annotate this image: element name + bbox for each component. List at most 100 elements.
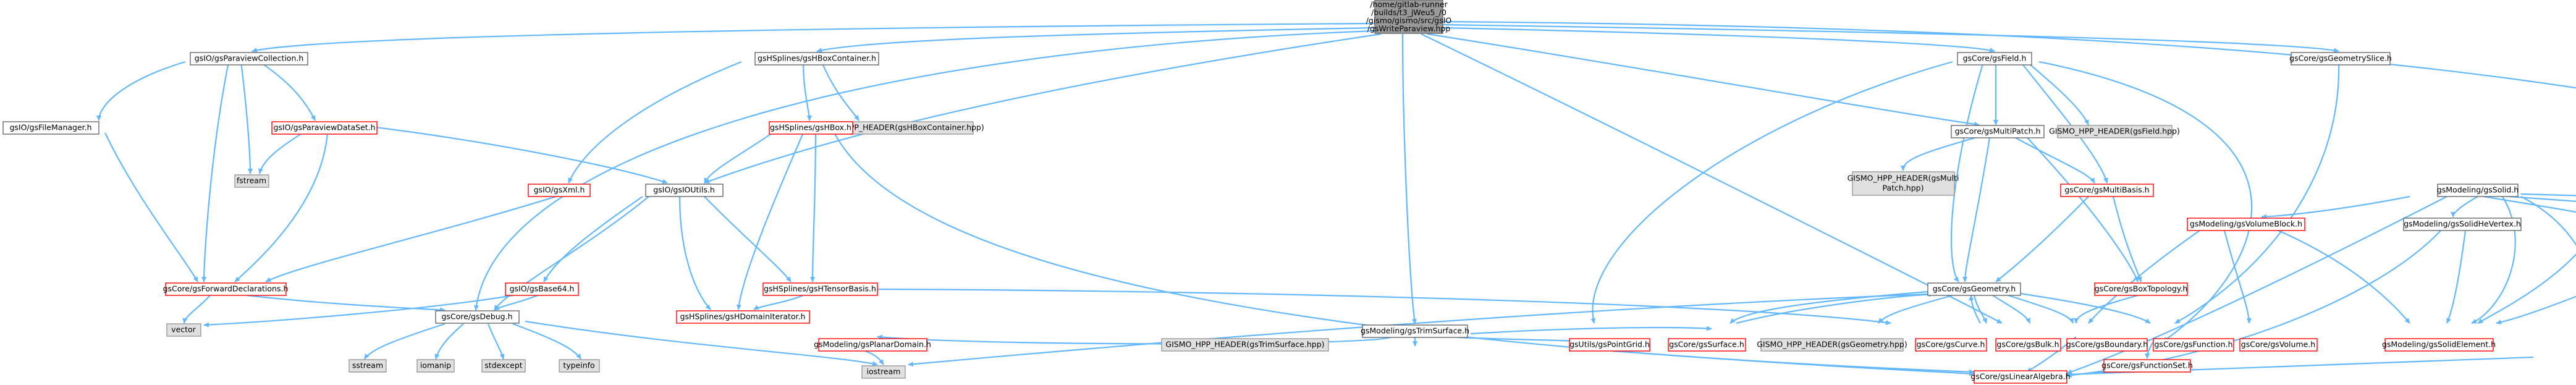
edge-multipatch-geometry (1962, 137, 1991, 282)
edge-hbox-domainiter (736, 132, 804, 310)
svg-text:typeinfo: typeinfo (563, 361, 594, 370)
edge-hbox-tensorbasis (810, 132, 817, 282)
edge-multipatch-multibasis (2014, 137, 2095, 184)
edge-geometry-boundary (2008, 294, 2074, 324)
node-trim-hpp[interactable]: GISMO_HPP_HEADER(gsTrimSurface.hpp) (1161, 338, 1329, 352)
edge-geometry-iostream (908, 293, 1928, 367)
node-sstream[interactable]: sstream (348, 359, 387, 373)
node-function[interactable]: gsCore/gsFunction.h (2153, 338, 2234, 352)
svg-text:gsIO/gsXml.h: gsIO/gsXml.h (534, 185, 585, 195)
node-paraview-collection[interactable]: gsIO/gsParaviewCollection.h (190, 52, 308, 66)
node-volume[interactable]: gsCore/gsVolume.h (2239, 338, 2318, 352)
edge-planar-iostream (864, 350, 884, 365)
node-hbox-container-hpp[interactable]: GISMO_HPP_HEADER(gsHBoxContainer.hpp) (814, 121, 984, 135)
node-vector[interactable]: vector (166, 323, 201, 337)
edge-debug-iomanip (434, 323, 464, 360)
node-xml[interactable]: gsIO/gsXml.h (528, 184, 591, 197)
svg-text:gsCore/gsSurface.h: gsCore/gsSurface.h (1669, 340, 1744, 349)
node-io-utils[interactable]: gsIO/gsIOUtils.h (645, 184, 724, 197)
edge-field-functionset (2038, 61, 2253, 342)
node-trim-surface-h[interactable]: gsModeling/gsTrimSurface.h (1361, 324, 1469, 338)
node-debug[interactable]: gsCore/gsDebug.h (435, 310, 520, 324)
svg-text:gsCore/gsMultiBasis.h: gsCore/gsMultiBasis.h (2064, 185, 2149, 195)
node-linear-algebra[interactable]: gsCore/gsLinearAlgebra.h (1970, 370, 2071, 384)
node-file-manager[interactable]: gsIO/gsFileManager.h (2, 121, 99, 135)
node-base64[interactable]: gsIO/gsBase64.h (505, 282, 579, 296)
node-solid-he-vertex[interactable]: gsModeling/gsSolidHeVertex.h (2403, 218, 2522, 231)
node-surface-box[interactable]: gsCore/gsSurface.h (1668, 338, 1746, 352)
edge-field-pointgrid (1590, 61, 1953, 324)
node-iostream[interactable]: iostream (861, 365, 906, 379)
node-curve[interactable]: gsCore/gsCurve.h (1915, 338, 1987, 352)
edge-root-debug (473, 30, 1375, 311)
node-planar-domain[interactable]: gsModeling/gsPlanarDomain.h (814, 338, 931, 352)
edge-geometry-curve (1973, 295, 1988, 324)
svg-text:gsCore/gsDebug.h: gsCore/gsDebug.h (441, 312, 512, 321)
svg-text:gsCore/gsFunction.h: gsCore/gsFunction.h (2154, 340, 2232, 349)
node-hbox-container[interactable]: gsHSplines/gsHBoxContainer.h (754, 52, 879, 66)
node-box-topology[interactable]: gsCore/gsBoxTopology.h (2094, 282, 2188, 296)
edge-collection-fwd (201, 61, 230, 282)
node-hbox-h[interactable]: gsHSplines/gsHBox.h (769, 121, 853, 135)
edge-pointgrid-linalg (1612, 350, 1975, 376)
svg-text:gsModeling/gsSolid.h: gsModeling/gsSolid.h (2437, 185, 2519, 195)
edge-solid-solidelement (2471, 196, 2516, 324)
node-geometry-hpp[interactable]: GISMO_HPP_HEADER(gsGeometry.hpp) (1757, 338, 1907, 352)
edge-volumeblock-volume (2223, 230, 2252, 324)
node-volume-block[interactable]: gsModeling/gsVolumeBlock.h (2187, 218, 2305, 231)
node-field[interactable]: gsCore/gsField.h (1957, 52, 2032, 66)
svg-text:fstream: fstream (237, 176, 266, 185)
root-line-1: /home/gitlab-runner (1370, 0, 1448, 9)
edge-hbox-ioutils (704, 132, 773, 184)
node-stdexcept[interactable]: stdexcept (481, 359, 526, 373)
edge-root-ioutils (704, 33, 1382, 184)
node-boundary[interactable]: gsCore/gsBoundary.h (2066, 338, 2148, 352)
svg-text:gsUtils/gsPointGrid.h: gsUtils/gsPointGrid.h (1569, 340, 1650, 349)
edge-curve-geometry (1969, 295, 1981, 324)
node-solid-element[interactable]: gsModeling/gsSolidElement.h (2382, 338, 2496, 352)
node-fstream[interactable]: fstream (234, 174, 269, 188)
svg-text:gsIO/gsFileManager.h: gsIO/gsFileManager.h (9, 123, 91, 132)
edge-hevertex-solidelement (2446, 230, 2467, 324)
node-typeinfo[interactable]: typeinfo (559, 359, 600, 373)
root-line-4: /gsWriteParaview.hpp (1367, 24, 1451, 33)
svg-text:iostream: iostream (867, 367, 901, 376)
nodes-bottom: vector gsCore/gsDebug.h gsHSplines/gsHTe… (166, 282, 1650, 352)
node-domain-iterator[interactable]: gsHSplines/gsHDomainIterator.h (676, 310, 810, 324)
node-solid[interactable]: gsModeling/gsSolid.h (2437, 184, 2519, 197)
svg-text:gsCore/gsBoundary.h: gsCore/gsBoundary.h (2066, 340, 2148, 349)
node-paraview-dataset[interactable]: gsIO/gsParaviewDataSet.h (271, 121, 378, 135)
root-line-3: /gismo/gismo/src/gsIO (1366, 16, 1452, 25)
root-node-gsWriteParaview[interactable]: /home/gitlab-runner /builds/t3_jWeu5_/0 … (1366, 0, 1452, 34)
svg-text:gsHSplines/gsHBox.h: gsHSplines/gsHBox.h (770, 123, 851, 132)
node-point-grid[interactable]: gsUtils/gsPointGrid.h (1569, 338, 1650, 352)
edge-debug-stdexcept (487, 323, 505, 360)
node-multibasis[interactable]: gsCore/gsMultiBasis.h (2060, 184, 2154, 197)
node-function-set[interactable]: gsCore/gsFunctionSet.h (2101, 359, 2193, 373)
edge-hboxc-hbox (802, 61, 812, 121)
svg-text:gsCore/gsGeometrySlice.h: gsCore/gsGeometrySlice.h (2289, 54, 2392, 63)
edge-ioutils-tensorbasis (704, 196, 792, 282)
svg-text:Patch.hpp): Patch.hpp) (1883, 184, 1924, 193)
nodes-lower: fstream gsHSplines/gsHBox.h gsIO/gsXml.h… (163, 121, 2522, 296)
node-multipatch[interactable]: gsCore/gsMultiPatch.h (1951, 125, 2045, 138)
node-iomanip[interactable]: iomanip (416, 359, 455, 373)
svg-text:gsCore/gsLinearAlgebra.h: gsCore/gsLinearAlgebra.h (1970, 372, 2070, 381)
node-field-hpp[interactable]: GISMO_HPP_HEADER(gsField.hpp) (2049, 125, 2180, 138)
node-forward-declarations[interactable]: gsCore/gsForwardDeclarations.h (163, 282, 289, 296)
edge-solid-meshbbox (2520, 196, 2576, 247)
edge-trim-surface (1470, 326, 1712, 335)
edge-root-trimsurface (1401, 33, 1417, 324)
node-multipatch-hpp[interactable]: GISMO_HPP_HEADER(gsMulti Patch.hpp) (1848, 171, 1959, 196)
node-geometry[interactable]: gsCore/gsGeometry.h (1927, 282, 2021, 296)
svg-text:gsHSplines/gsHBoxContainer.h: gsHSplines/gsHBoxContainer.h (758, 54, 876, 63)
node-geometry-slice[interactable]: gsCore/gsGeometrySlice.h (2289, 52, 2392, 66)
edge-solid-linalg (2066, 196, 2447, 374)
edge-solid-volumeblock (2261, 195, 2410, 219)
svg-text:gsHSplines/gsHTensorBasis.h: gsHSplines/gsHTensorBasis.h (764, 284, 876, 294)
node-bulk[interactable]: gsCore/gsBulk.h (1995, 338, 2061, 352)
node-tensor-basis[interactable]: gsHSplines/gsHTensorBasis.h (762, 282, 878, 296)
